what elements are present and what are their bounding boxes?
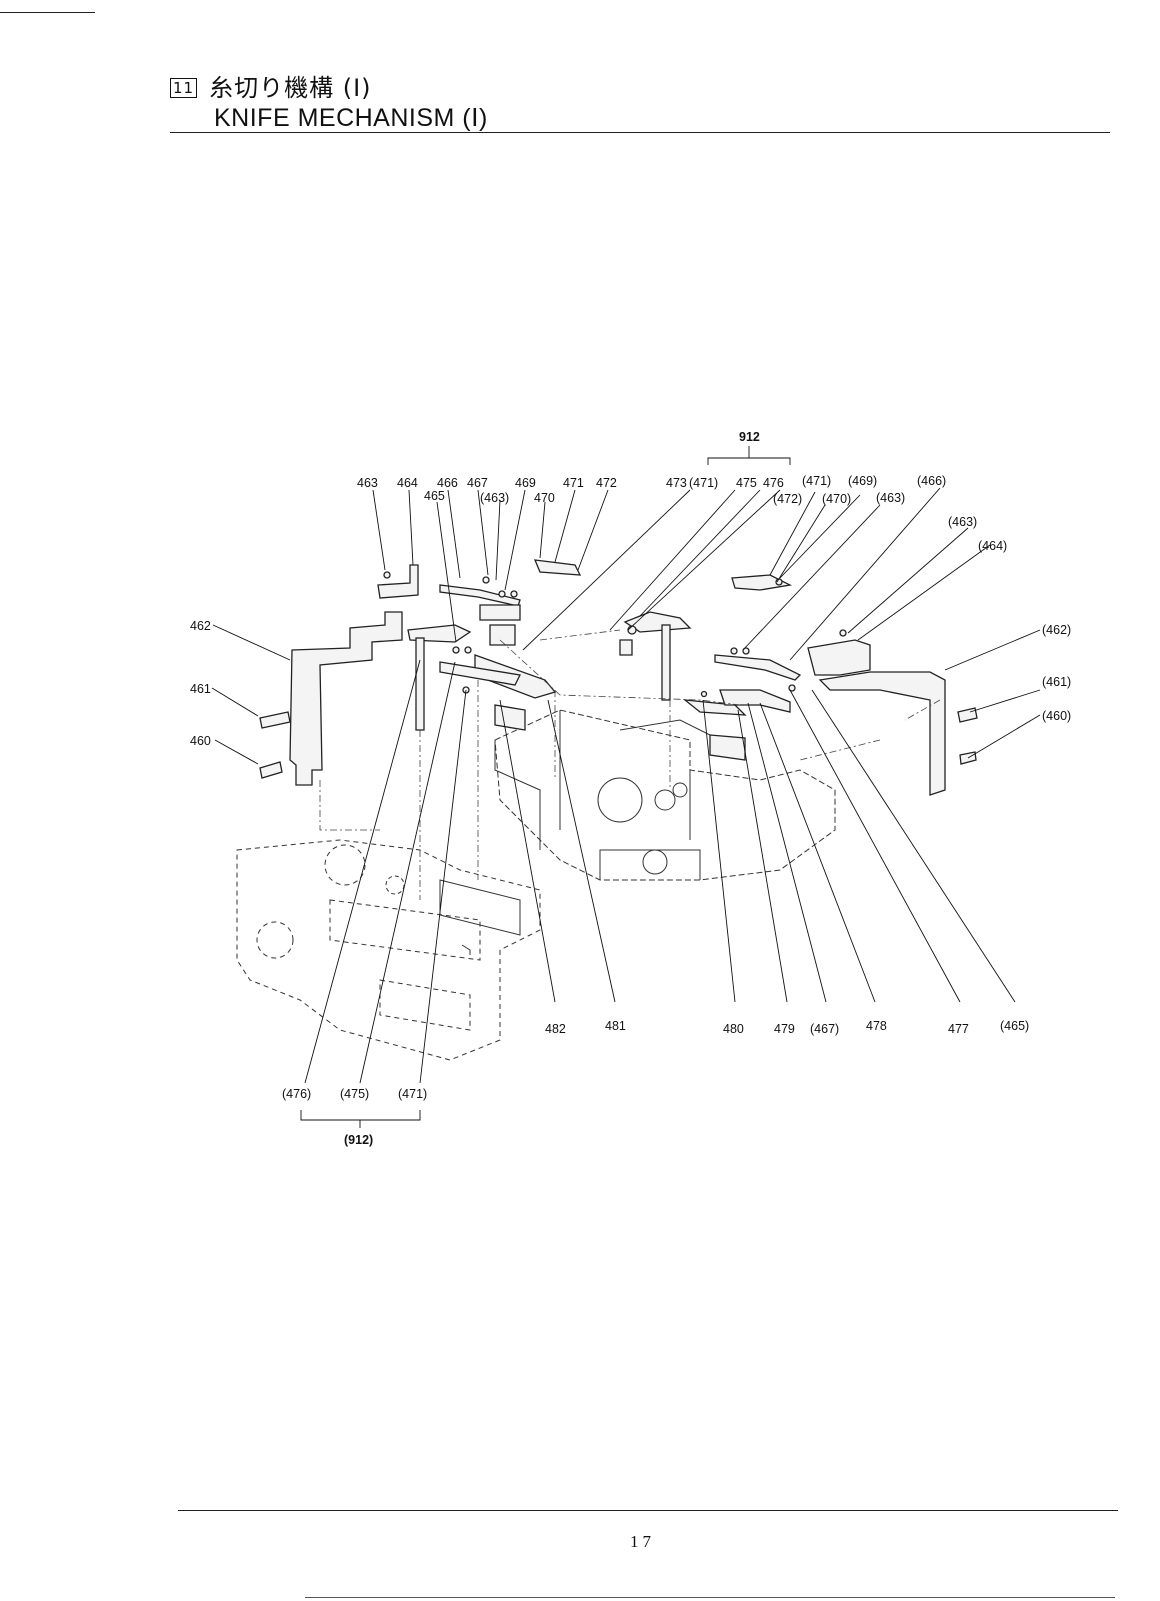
callout-labels: 912 463 464 466 467 469 471 472 465 (463… — [190, 430, 1071, 1147]
parts-drawing — [259, 559, 978, 796]
callout-label: (466) — [917, 474, 946, 488]
callout-label: 471 — [563, 476, 584, 490]
callout-label: (462) — [1042, 623, 1071, 637]
callout-label: (471) — [689, 476, 718, 490]
callout-label: 462 — [190, 619, 211, 633]
phantom-lines — [319, 629, 941, 900]
footer-rule-bottom — [305, 1597, 1115, 1598]
callout-label: 476 — [763, 476, 784, 490]
callout-label: (471) — [398, 1087, 427, 1101]
callout-label: 477 — [948, 1022, 969, 1036]
callout-label: 482 — [545, 1022, 566, 1036]
callout-label: (467) — [810, 1022, 839, 1036]
callout-label: 475 — [736, 476, 757, 490]
callout-label: 465 — [424, 489, 445, 503]
callout-label: 469 — [515, 476, 536, 490]
callout-label: 460 — [190, 734, 211, 748]
callout-912-top: 912 — [739, 430, 760, 444]
section-title-jp: 11 糸切り機構 (Ⅰ) — [170, 74, 372, 102]
callout-label: 472 — [596, 476, 617, 490]
callout-912-bottom: (912) — [344, 1133, 373, 1147]
callout-label: 481 — [605, 1019, 626, 1033]
callout-label: (465) — [1000, 1019, 1029, 1033]
callout-label: (472) — [773, 492, 802, 506]
callout-label: 466 — [437, 476, 458, 490]
callout-label: (460) — [1042, 709, 1071, 723]
callout-label: 464 — [397, 476, 418, 490]
callout-label: (461) — [1042, 675, 1071, 689]
section-number-badge: 11 — [170, 78, 198, 98]
callout-label: (463) — [480, 491, 509, 505]
callout-label: (469) — [848, 474, 877, 488]
callout-label: (476) — [282, 1087, 311, 1101]
leader-lines — [211, 446, 1041, 1128]
callout-label: 470 — [534, 491, 555, 505]
callout-label: (463) — [876, 491, 905, 505]
title-underline — [170, 132, 1110, 133]
title-jp-text: 糸切り機構 (Ⅰ) — [209, 74, 372, 102]
header-corner-rule — [0, 12, 95, 13]
callout-label: 478 — [866, 1019, 887, 1033]
section-title-en: KNIFE MECHANISM (Ⅰ) — [214, 104, 488, 132]
callout-label: 479 — [774, 1022, 795, 1036]
page-number: 17 — [630, 1532, 655, 1551]
callout-label: (471) — [802, 474, 831, 488]
callout-label: 461 — [190, 682, 211, 696]
callout-label: 467 — [467, 476, 488, 490]
callout-label: 473 — [666, 476, 687, 490]
callout-label: (463) — [948, 515, 977, 529]
machine-bed-drawing — [236, 709, 836, 1061]
footer-rule — [178, 1510, 1118, 1511]
callout-label: 480 — [723, 1022, 744, 1036]
callout-label: (470) — [822, 492, 851, 506]
callout-label: 463 — [357, 476, 378, 490]
callout-label: (464) — [978, 539, 1007, 553]
callout-label: (475) — [340, 1087, 369, 1101]
